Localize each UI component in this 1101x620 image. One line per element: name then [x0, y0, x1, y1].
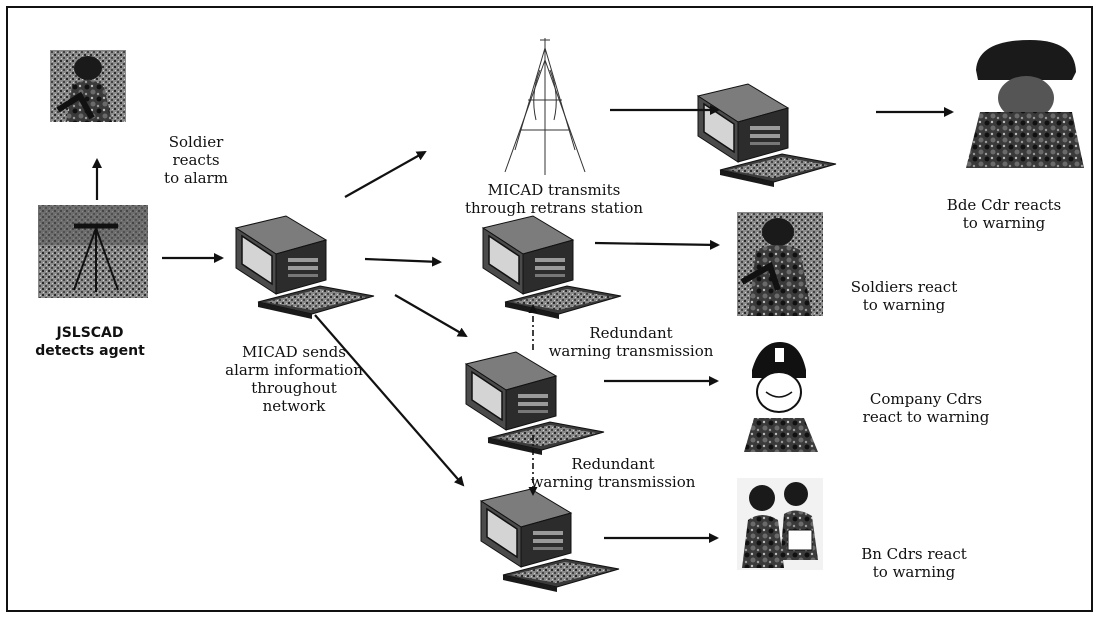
redundant-transmission-label: Redundant warning transmission [548, 324, 714, 360]
commander-photo-icon [966, 40, 1084, 168]
helmet-commander-icon [744, 342, 818, 452]
computer-icon [482, 215, 622, 320]
computer-icon [235, 215, 375, 320]
computer-icon [480, 488, 620, 593]
redundant-transmission-label: Redundant warning transmission [530, 455, 696, 491]
computer-icon [697, 83, 837, 188]
computer-icon [465, 351, 605, 456]
soldiers-photo-icon [737, 212, 823, 316]
jslscad-label: JSLSCAD detects agent [35, 325, 145, 359]
bn-cdrs-label: Bn Cdrs react to warning [861, 545, 967, 581]
antenna-tower-icon [504, 38, 586, 175]
soldier-photo-icon [50, 50, 126, 122]
bde-cdr-label: Bde Cdr reacts to warning [946, 196, 1062, 232]
micad-transmits-label: MICAD transmits through retrans station [464, 181, 644, 217]
soldiers-react-label: Soldiers react to warning [850, 278, 958, 314]
diagram-frame [6, 6, 1093, 612]
commanders-photo-icon [737, 478, 823, 570]
soldier-reacts-label: Soldier reacts to alarm [164, 133, 228, 187]
sensor-photo-icon [38, 205, 148, 298]
micad-sends-label: MICAD sends alarm information throughout… [225, 343, 363, 415]
company-cdrs-label: Company Cdrs react to warning [862, 390, 990, 426]
